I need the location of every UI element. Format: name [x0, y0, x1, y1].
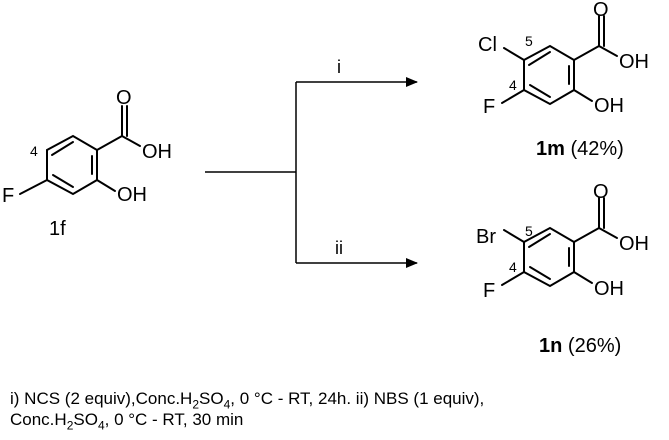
compound-label-1m: 1m (42%)	[536, 138, 624, 160]
reaction-conditions: i) NCS (2 equiv),Conc.H2SO4, 0 °C - RT, …	[10, 389, 485, 433]
fluorine-atom: F	[483, 96, 495, 118]
locant-5: 5	[525, 223, 533, 239]
ring-hydroxyl: OH	[117, 184, 147, 206]
acid-hydroxyl: OH	[142, 141, 172, 163]
carbonyl-oxygen: O	[116, 87, 132, 109]
acid-hydroxyl: OH	[619, 233, 649, 255]
chlorine-atom: Cl	[478, 34, 497, 56]
carbonyl-oxygen: O	[593, 0, 609, 21]
product-1n: Br 5 4 F OH O OH 1n (26%)	[476, 181, 649, 357]
acid-hydroxyl: OH	[619, 51, 649, 73]
ring-hydroxyl: OH	[594, 95, 624, 117]
product-1m: Cl 5 4 F OH O OH 1m (42%)	[478, 0, 649, 160]
starting-material-1f: F 4 OH O OH 1f	[2, 87, 172, 240]
locant-4: 4	[509, 259, 517, 275]
compound-label-1n: 1n (26%)	[539, 335, 621, 357]
carbonyl-oxygen: O	[593, 181, 609, 203]
fluorine-atom: F	[483, 280, 495, 302]
locant-4: 4	[30, 143, 38, 159]
arrow-i-label: i	[337, 57, 341, 77]
arrow-ii-label: ii	[335, 238, 343, 258]
locant-4: 4	[509, 77, 517, 93]
locant-5: 5	[525, 33, 533, 49]
bromine-atom: Br	[476, 226, 496, 248]
ring-hydroxyl: OH	[594, 278, 624, 300]
reaction-scheme: F 4 OH O OH 1f i ii Cl 5 4 F OH O OH 1m …	[2, 0, 649, 357]
fluorine-atom: F	[2, 185, 14, 207]
reaction-arrows: i ii	[205, 57, 418, 268]
compound-label-1f: 1f	[49, 218, 66, 240]
